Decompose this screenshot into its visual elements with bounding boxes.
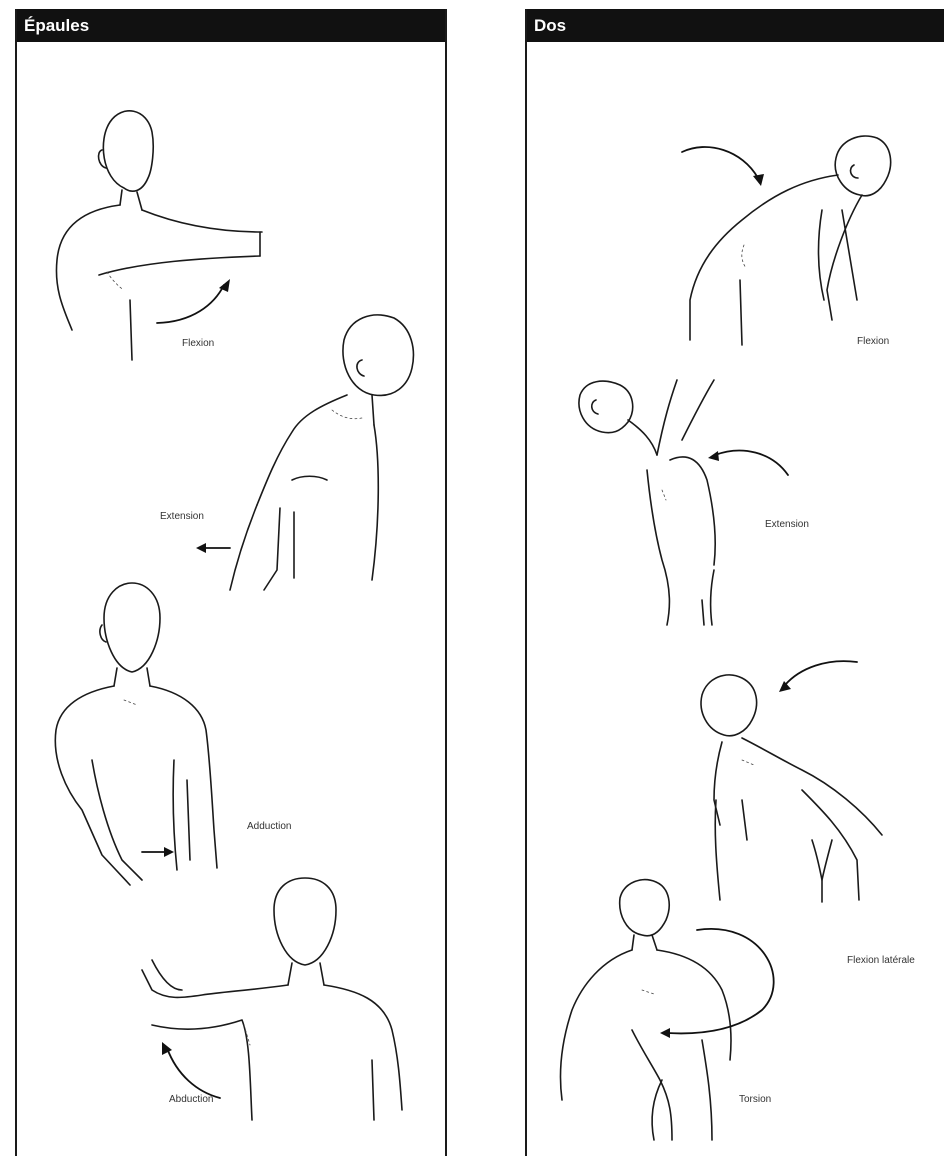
back-panel: Dos Flexion [525, 9, 944, 1156]
shoulder-abduction-figure [17, 9, 449, 1156]
back-torsion-figure [527, 9, 944, 1156]
shoulders-panel: Épaules Flexion [15, 9, 447, 1156]
shoulder-abduction-label: Abduction [169, 1094, 213, 1105]
back-torsion-label: Torsion [739, 1094, 771, 1105]
